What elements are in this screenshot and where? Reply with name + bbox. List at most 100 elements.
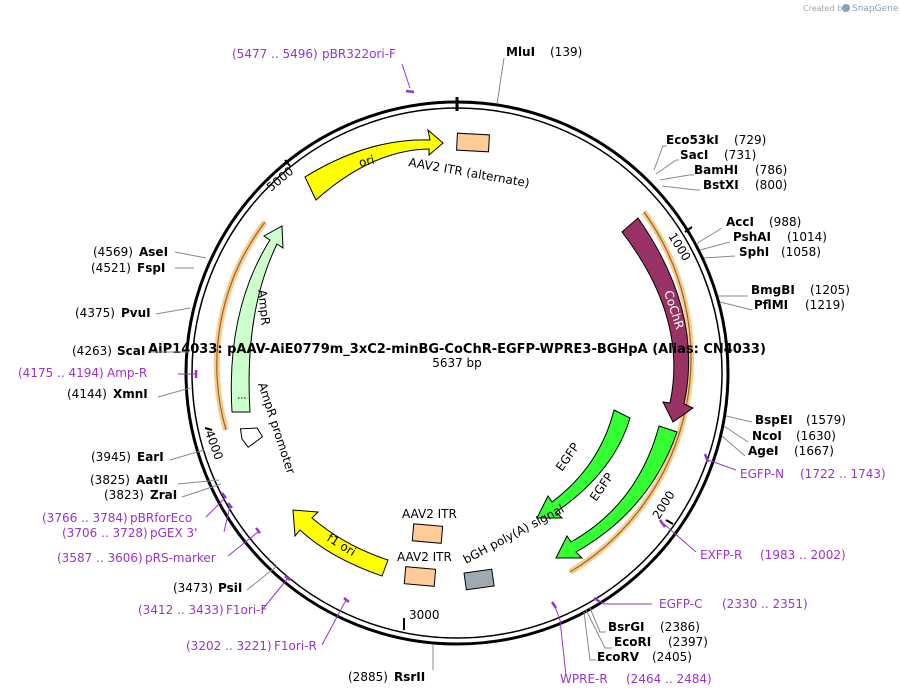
- enzyme-pshai[interactable]: PshAI (1014): [733, 230, 827, 244]
- enzyme-aatii[interactable]: (3825) AatII: [90, 473, 168, 487]
- svg-text:PflMI: PflMI: [754, 298, 788, 312]
- primer-leader-lines: [178, 63, 737, 677]
- primer-pgex-3[interactable]: (3706 .. 3728) pGEX 3': [62, 526, 197, 540]
- svg-text:(800): (800): [755, 178, 787, 192]
- svg-text:(2330 .. 2351): (2330 .. 2351): [722, 597, 808, 611]
- svg-text:RsrII: RsrII: [394, 670, 425, 684]
- tick-3000: 3000: [403, 608, 440, 630]
- enzyme-sphi[interactable]: SphI (1058): [739, 245, 821, 259]
- svg-text:PvuI: PvuI: [121, 306, 151, 320]
- svg-text:EGFP-C: EGFP-C: [659, 597, 702, 611]
- svg-text:Eco53kI: Eco53kI: [666, 133, 719, 147]
- svg-text:(1579): (1579): [806, 413, 846, 427]
- svg-text:AAV2 ITR: AAV2 ITR: [397, 550, 452, 564]
- enzyme-saci[interactable]: SacI (731): [680, 148, 756, 162]
- enzyme-mlui[interactable]: MluI (139): [506, 45, 582, 59]
- primer-site-marks: [194, 89, 710, 609]
- svg-text:EcoRV: EcoRV: [597, 650, 640, 664]
- enzyme-bsrgi[interactable]: BsrGI (2386): [608, 620, 700, 634]
- svg-text:(1983 .. 2002): (1983 .. 2002): [760, 548, 846, 562]
- svg-text:AseI: AseI: [139, 245, 168, 259]
- svg-text:AmpR: AmpR: [255, 289, 273, 326]
- enzyme-bmgbi[interactable]: BmgBI (1205): [751, 283, 850, 297]
- enzyme-zrai[interactable]: (3823) ZraI: [104, 488, 177, 502]
- primer-pbrforeco[interactable]: (3766 .. 3784) pBRforEco: [42, 511, 192, 525]
- enzyme-pflmi[interactable]: PflMI (1219): [754, 298, 845, 312]
- svg-text:(4375): (4375): [75, 306, 115, 320]
- enzyme-ncoi[interactable]: NcoI (1630): [752, 429, 836, 443]
- enzyme-bamhi[interactable]: BamHI (786): [694, 163, 787, 177]
- svg-text:(1058): (1058): [781, 245, 821, 259]
- primer-f1ori-r[interactable]: (3202 .. 3221) F1ori-R: [186, 639, 317, 653]
- enzyme-pvui[interactable]: (4375) PvuI: [75, 306, 151, 320]
- primer-amp-r[interactable]: (4175 .. 4194) Amp-R: [18, 366, 147, 380]
- svg-text:(3945): (3945): [91, 450, 131, 464]
- svg-text:(3587 .. 3606): (3587 .. 3606): [57, 551, 143, 565]
- svg-text:(3412 .. 3433): (3412 .. 3433): [138, 603, 224, 617]
- primer-exfp-r[interactable]: EXFP-R (1983 .. 2002): [700, 548, 846, 562]
- svg-text:BsrGI: BsrGI: [608, 620, 645, 634]
- svg-text:F1ori-F: F1ori-F: [226, 603, 267, 617]
- svg-text:(4521): (4521): [91, 261, 131, 275]
- credit-brand: SnapGene: [852, 4, 899, 14]
- enzyme-psii[interactable]: (3473) PsiI: [173, 581, 242, 595]
- svg-text:(3706 .. 3728): (3706 .. 3728): [62, 526, 148, 540]
- feature-itr-1[interactable]: AAV2 ITR: [402, 507, 457, 544]
- primer-egfp-c[interactable]: EGFP-C (2330 .. 2351): [659, 597, 808, 611]
- svg-text:AAV2 ITR (alternate): AAV2 ITR (alternate): [407, 155, 530, 190]
- svg-text:(5477 .. 5496): (5477 .. 5496): [232, 47, 318, 61]
- svg-text:(3823): (3823): [104, 488, 144, 502]
- svg-text:(729): (729): [734, 133, 766, 147]
- enzyme-bspei[interactable]: BspEI (1579): [755, 413, 846, 427]
- enzyme-scai[interactable]: (4263) ScaI: [72, 344, 145, 358]
- primer-wpre-r[interactable]: WPRE-R (2464 .. 2484): [560, 672, 712, 686]
- feature-egfp-1[interactable]: EGFP: [536, 409, 631, 519]
- enzyme-rsrii[interactable]: (2885) RsrII: [348, 670, 425, 684]
- enzyme-ecori[interactable]: EcoRI (2397): [614, 635, 708, 649]
- enzyme-xmni[interactable]: (4144) XmnI: [67, 387, 148, 401]
- svg-text:AAV2 ITR: AAV2 ITR: [402, 507, 457, 521]
- svg-text:(988): (988): [769, 215, 801, 229]
- svg-text:(2397): (2397): [668, 635, 708, 649]
- primer-f1ori-f[interactable]: (3412 .. 3433) F1ori-F: [138, 603, 267, 617]
- svg-text:(2405): (2405): [652, 650, 692, 664]
- primer-pbr322ori-f[interactable]: (5477 .. 5496) pBR322ori-F: [232, 47, 396, 61]
- svg-text:(1014): (1014): [787, 230, 827, 244]
- enzyme-eco53ki[interactable]: Eco53kI (729): [666, 133, 766, 147]
- enzyme-asei[interactable]: (4569) AseI: [93, 245, 168, 259]
- svg-text:EarI: EarI: [137, 450, 164, 464]
- svg-text:(1722 .. 1743): (1722 .. 1743): [800, 467, 886, 481]
- svg-text:(139): (139): [550, 45, 582, 59]
- enzyme-eari[interactable]: (3945) EarI: [91, 450, 164, 464]
- svg-text:WPRE-R: WPRE-R: [560, 672, 608, 686]
- enzyme-agei[interactable]: AgeI (1667): [748, 444, 834, 458]
- feature-ampr[interactable]: AmpR: [230, 225, 284, 413]
- primer-prs-marker[interactable]: (3587 .. 3606) pRS-marker: [57, 551, 216, 565]
- svg-text:bGH poly(A) signal: bGH poly(A) signal: [461, 502, 566, 567]
- svg-text:PsiI: PsiI: [218, 581, 242, 595]
- enzyme-ecorv[interactable]: EcoRV (2405): [597, 650, 692, 664]
- svg-text:pBR322ori-F: pBR322ori-F: [322, 47, 396, 61]
- svg-text:Amp-R: Amp-R: [107, 366, 147, 380]
- feature-f1-ori[interactable]: f1 ori: [292, 509, 389, 577]
- plasmid-length: 5637 bp: [432, 356, 482, 370]
- enzyme-labels: MluI (139) Eco53kI (729) SacI (731) BamH…: [67, 45, 850, 684]
- svg-text:PshAI: PshAI: [733, 230, 771, 244]
- feature-bgh-polya[interactable]: bGH poly(A) signal: [461, 502, 566, 591]
- svg-text:(4263): (4263): [72, 344, 112, 358]
- primer-egfp-n[interactable]: EGFP-N (1722 .. 1743): [740, 467, 886, 481]
- svg-text:AatII: AatII: [136, 473, 168, 487]
- feature-ori[interactable]: ori: [304, 128, 444, 201]
- feature-itr-2[interactable]: AAV2 ITR: [397, 550, 452, 587]
- enzyme-bstxi[interactable]: BstXI (800): [703, 178, 787, 192]
- enzyme-leader-lines: [150, 57, 753, 670]
- svg-text:(1667): (1667): [794, 444, 834, 458]
- enzyme-acci[interactable]: AccI (988): [726, 215, 801, 229]
- enzyme-fspi[interactable]: (4521) FspI: [91, 261, 165, 275]
- svg-text:AccI: AccI: [726, 215, 754, 229]
- svg-text:NcoI: NcoI: [752, 429, 782, 443]
- svg-text:AgeI: AgeI: [748, 444, 778, 458]
- svg-text:(4569): (4569): [93, 245, 133, 259]
- svg-text:MluI: MluI: [506, 45, 535, 59]
